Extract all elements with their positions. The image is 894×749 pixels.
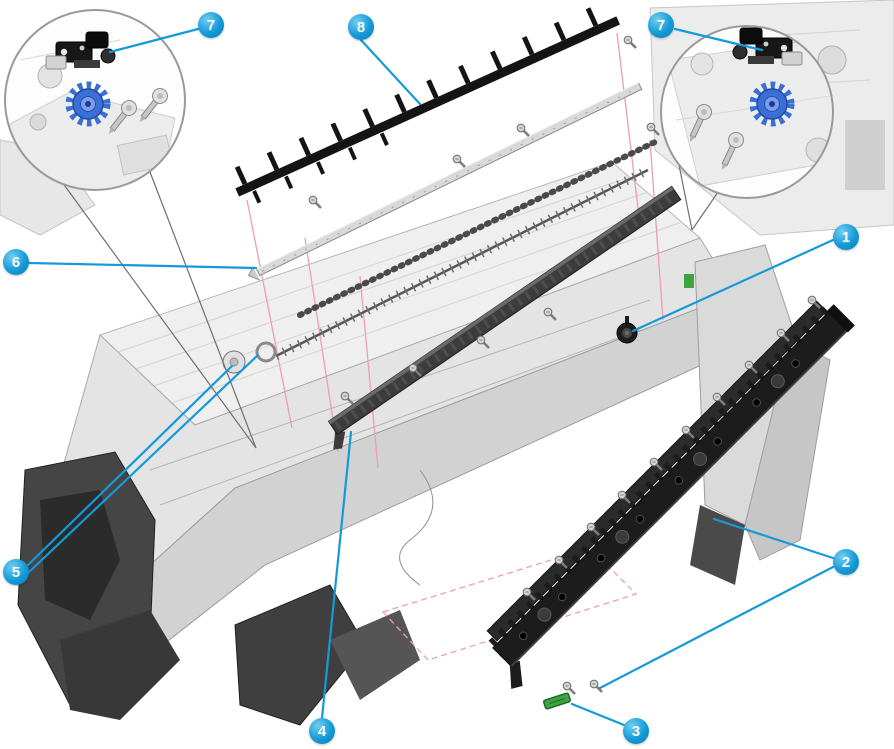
screw-icon bbox=[108, 100, 137, 135]
screw-icon bbox=[139, 88, 168, 123]
callout-6: 6 bbox=[3, 249, 29, 275]
disc-part5 bbox=[222, 350, 246, 374]
left-magnifier-pointer bbox=[61, 171, 257, 449]
callout-4: 4 bbox=[309, 718, 335, 744]
callout-5: 5 bbox=[3, 559, 29, 585]
magnifier-inset-left bbox=[4, 9, 186, 191]
green-connector bbox=[684, 274, 694, 288]
right-magnifier-pointer bbox=[677, 159, 719, 231]
green-clip-part3 bbox=[543, 692, 571, 710]
chassis-sketch bbox=[17, 161, 831, 726]
knob-part1 bbox=[616, 316, 638, 344]
bracket-part bbox=[732, 27, 803, 66]
chain-strip bbox=[297, 139, 658, 318]
projection-guides bbox=[246, 32, 664, 661]
callout-2: 2 bbox=[833, 549, 859, 575]
callout-8: 8 bbox=[348, 14, 374, 40]
rail-part6 bbox=[247, 82, 643, 281]
ring-part5 bbox=[255, 341, 277, 363]
callout-7-left: 7 bbox=[198, 12, 224, 38]
callout-1: 1 bbox=[833, 224, 859, 250]
spiral-shaft bbox=[273, 165, 651, 361]
bracket-part bbox=[45, 31, 116, 70]
screw-icon bbox=[721, 132, 744, 170]
gear-icon bbox=[65, 81, 111, 127]
callout-3: 3 bbox=[623, 718, 649, 744]
toothed-strip-part8 bbox=[234, 7, 621, 204]
callout-7-right: 7 bbox=[648, 12, 674, 38]
screw-icon bbox=[689, 104, 712, 142]
leader-lines bbox=[26, 27, 835, 727]
magnifier-inset-right bbox=[660, 25, 834, 199]
gear-icon bbox=[749, 81, 795, 127]
toothed-rail-part2 bbox=[486, 300, 855, 689]
